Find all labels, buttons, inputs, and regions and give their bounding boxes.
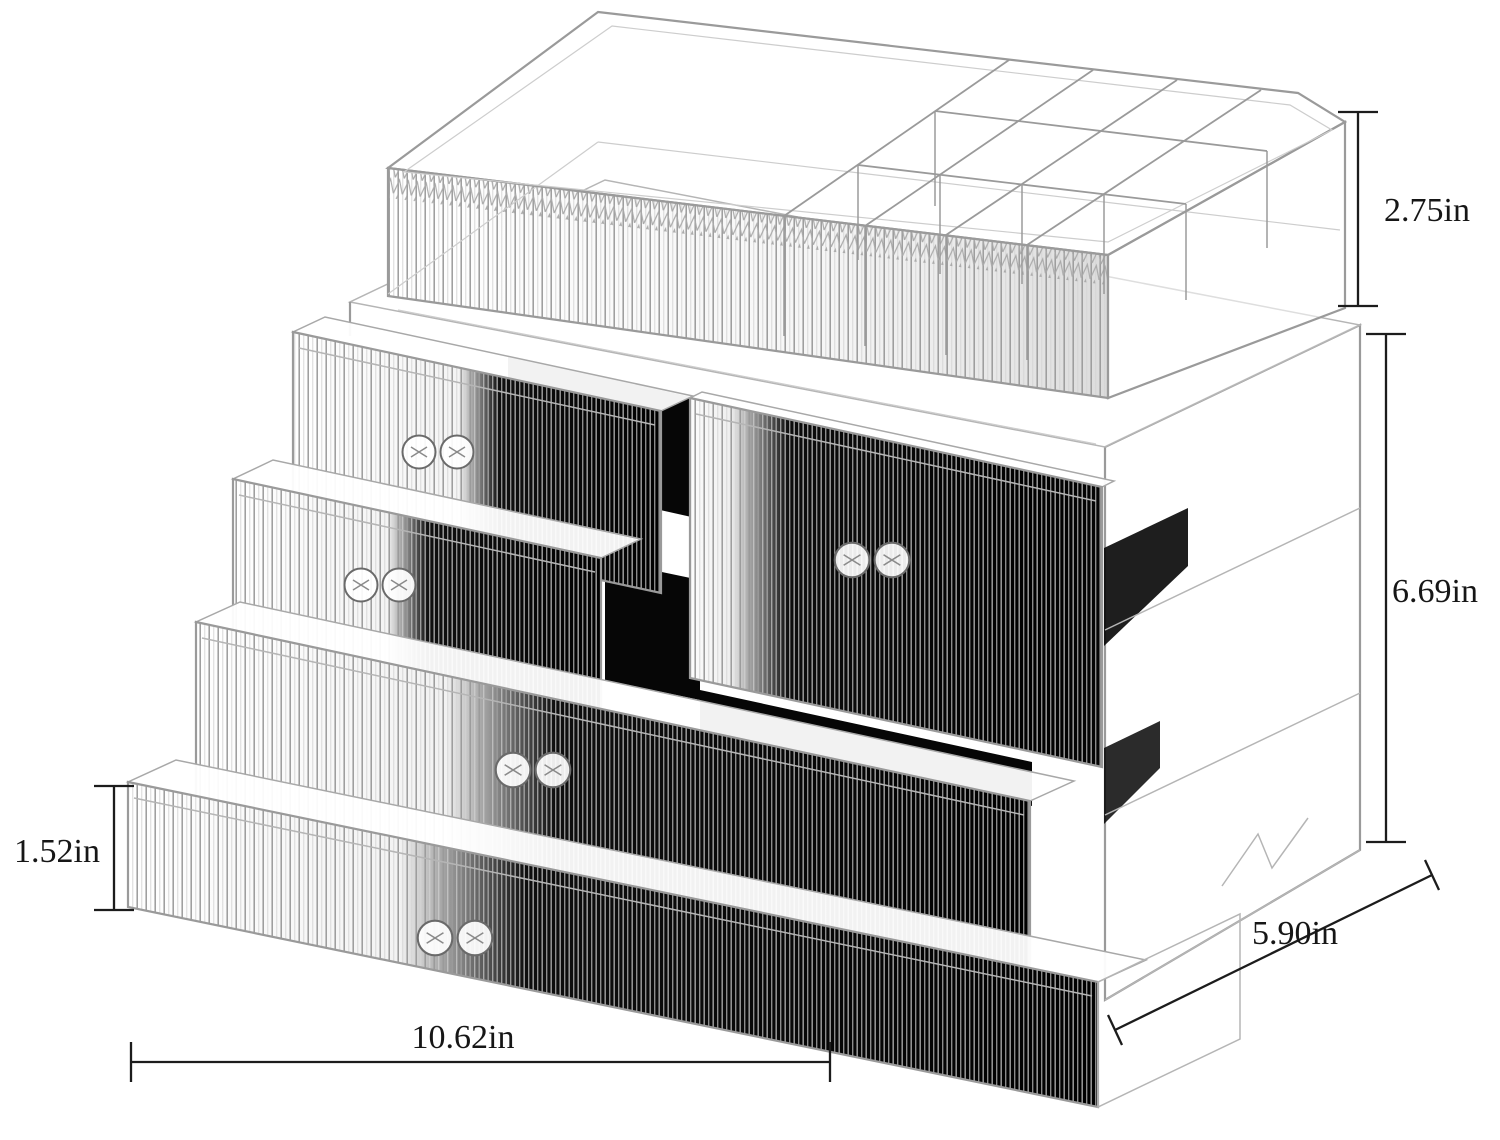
drawer-wide-bottom[interactable] xyxy=(125,759,1241,1109)
drawer-interior-right-face xyxy=(1104,508,1188,646)
top-tray xyxy=(385,10,1348,400)
dimension-bottom-drawer-height: 1.52in xyxy=(14,784,134,912)
dimension-top-height: 2.75in xyxy=(1338,110,1470,308)
lipstick-compartment-grid xyxy=(783,59,1268,360)
drawer-interior-right-face xyxy=(1104,721,1160,824)
drawer-side-panel xyxy=(1097,912,1241,1109)
acrylic-reflection xyxy=(1221,817,1309,887)
dim-main-height-label: 6.69in xyxy=(1392,573,1478,610)
dimension-main-height: 6.69in xyxy=(1366,332,1478,844)
dim-bottom-drawer-label: 1.52in xyxy=(14,833,100,870)
dimension-width: 10.62in xyxy=(129,1019,832,1082)
dim-depth-label: 5.90in xyxy=(1252,915,1338,952)
dimension-annotations: 2.75in 6.69in 1.52in 10.62in 5.90in xyxy=(14,110,1478,1082)
dim-top-height-label: 2.75in xyxy=(1384,192,1470,229)
drawer-tall-right[interactable] xyxy=(687,391,1117,769)
open-slot-interior xyxy=(605,560,700,700)
fluted-texture xyxy=(388,168,1108,285)
dimension-depth: 5.90in xyxy=(1106,859,1441,1046)
dim-width-label: 10.62in xyxy=(412,1019,515,1056)
